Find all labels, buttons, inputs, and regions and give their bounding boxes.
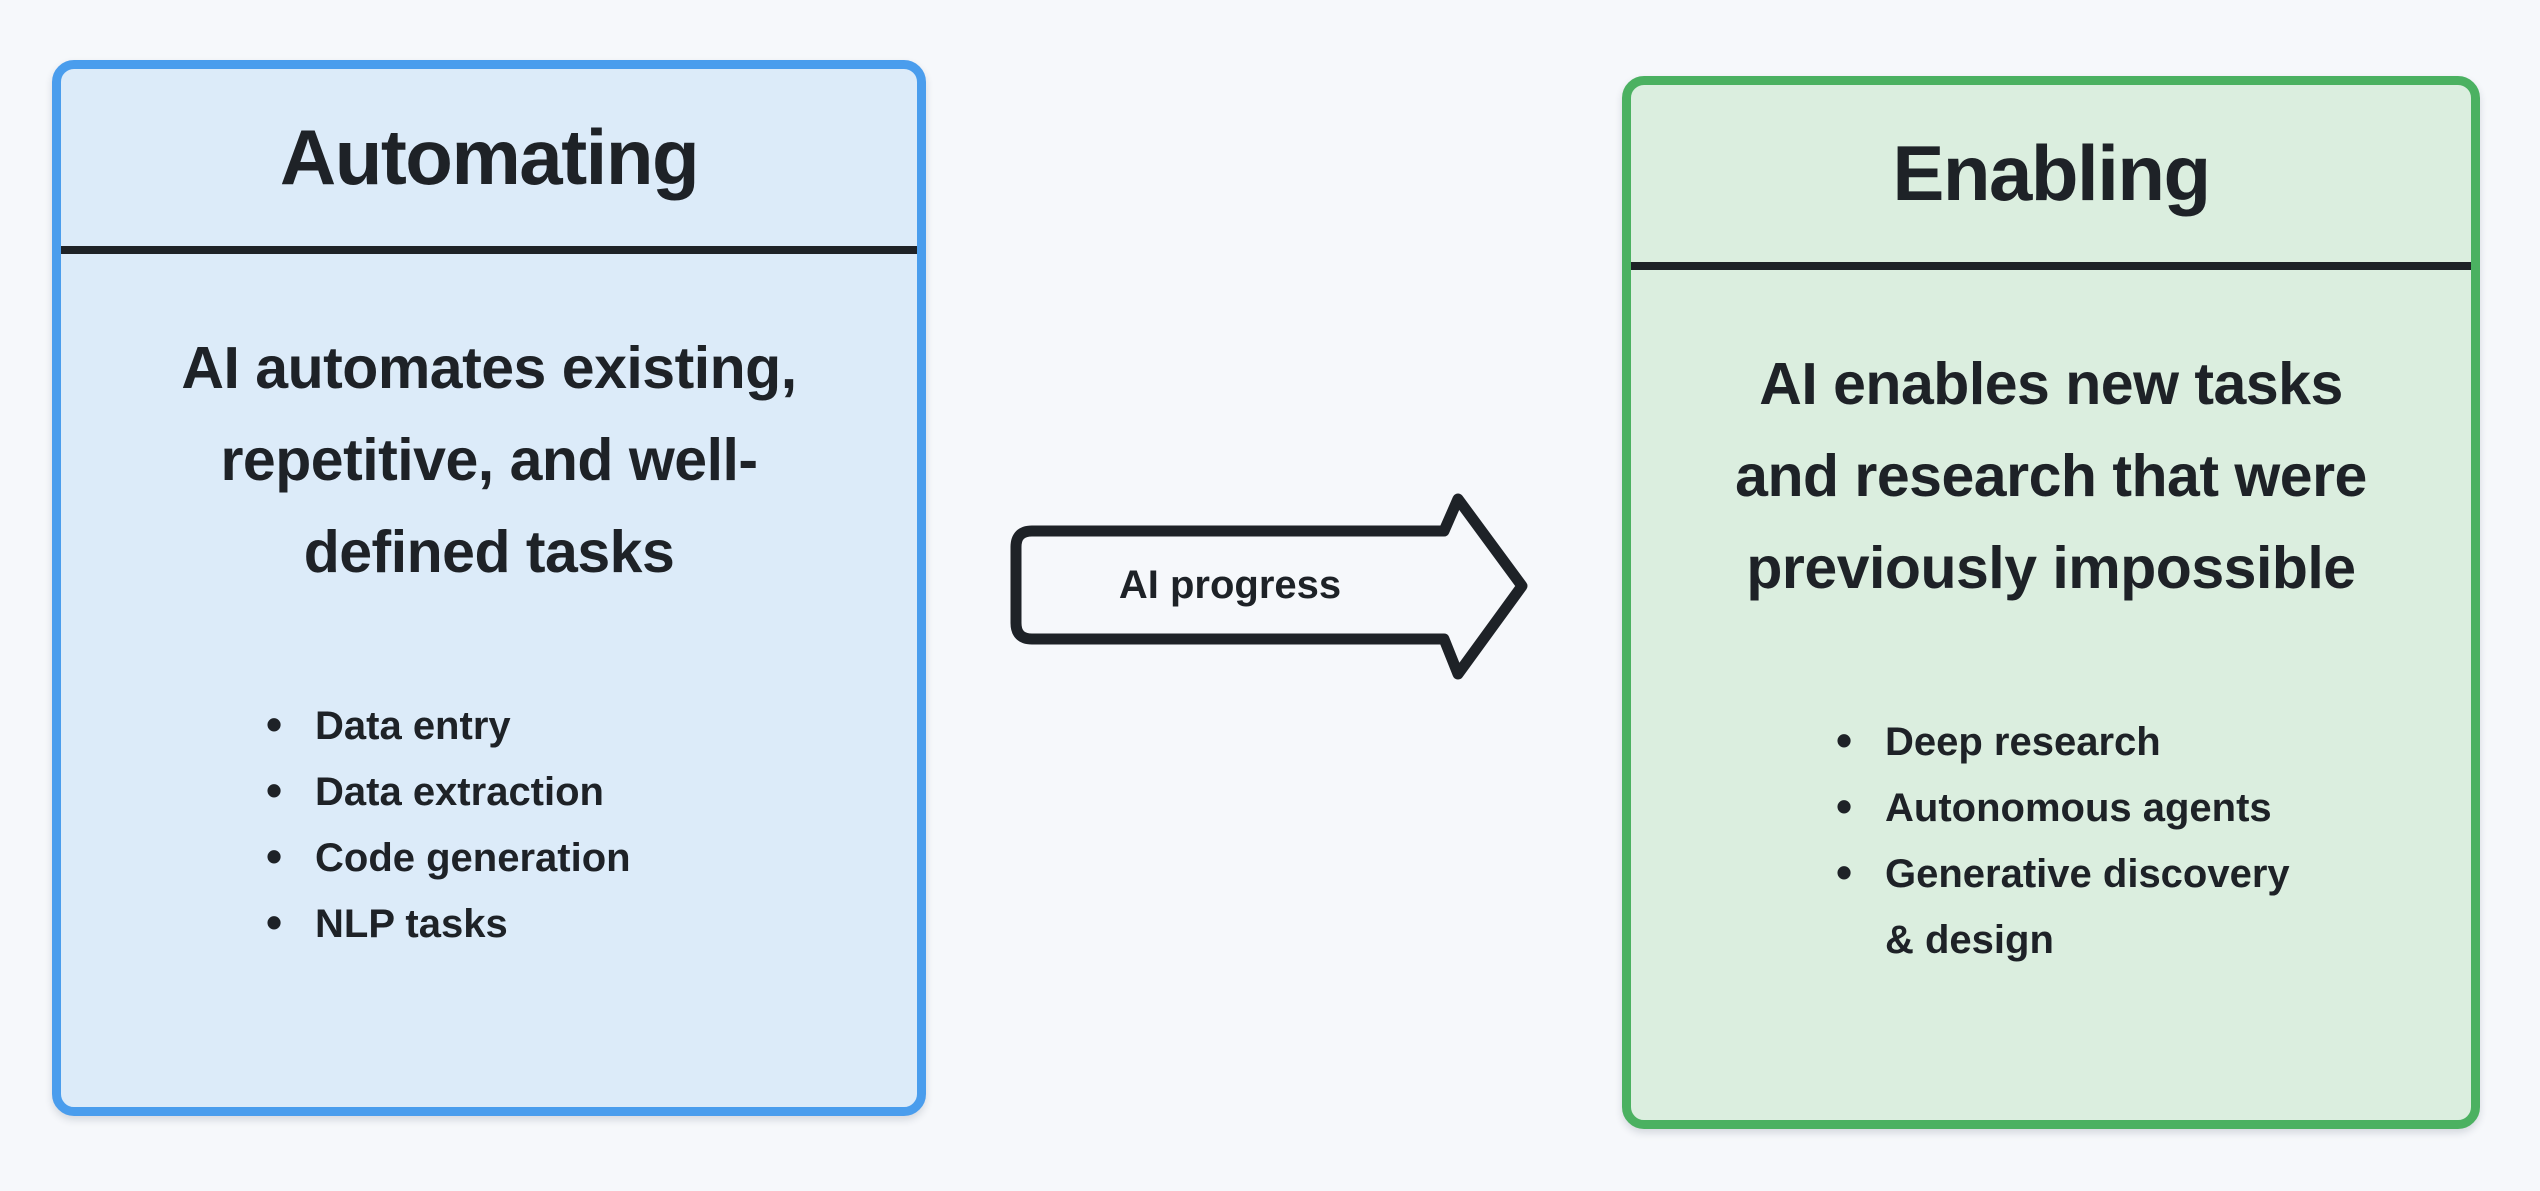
bullet-item: NLP tasks — [266, 889, 897, 957]
bullet-item: Generative discovery & design — [1836, 839, 2451, 973]
automating-card-divider — [61, 246, 917, 254]
bullet-item: Data extraction — [266, 757, 897, 825]
ai-progress-arrow: AI progress — [1005, 488, 1535, 693]
bullet-item: Autonomous agents — [1836, 773, 2451, 841]
bullet-item: Deep research — [1836, 707, 2451, 775]
arrow-graphic — [1010, 493, 1528, 680]
enabling-card: Enabling AI enables new tasks and resear… — [1622, 76, 2480, 1129]
automating-card-title: Automating — [279, 113, 700, 201]
arrow-shape — [1010, 493, 1528, 680]
enabling-card-description: AI enables new tasks and research that w… — [1735, 351, 2367, 601]
automating-card: Automating AI automates existing, repeti… — [52, 60, 926, 1116]
enabling-card-divider — [1631, 262, 2471, 270]
enabling-card-bullet-list: Deep researchAutonomous agentsGenerative… — [1631, 707, 2471, 973]
automating-card-bullet-list: Data entryData extractionCode generation… — [61, 691, 917, 957]
enabling-card-title: Enabling — [1892, 129, 2211, 217]
arrow-label: AI progress — [1118, 562, 1342, 607]
bullet-item: Code generation — [266, 823, 897, 891]
bullet-item: Data entry — [266, 691, 897, 759]
automating-card-description: AI automates existing, repetitive, and w… — [181, 335, 797, 585]
